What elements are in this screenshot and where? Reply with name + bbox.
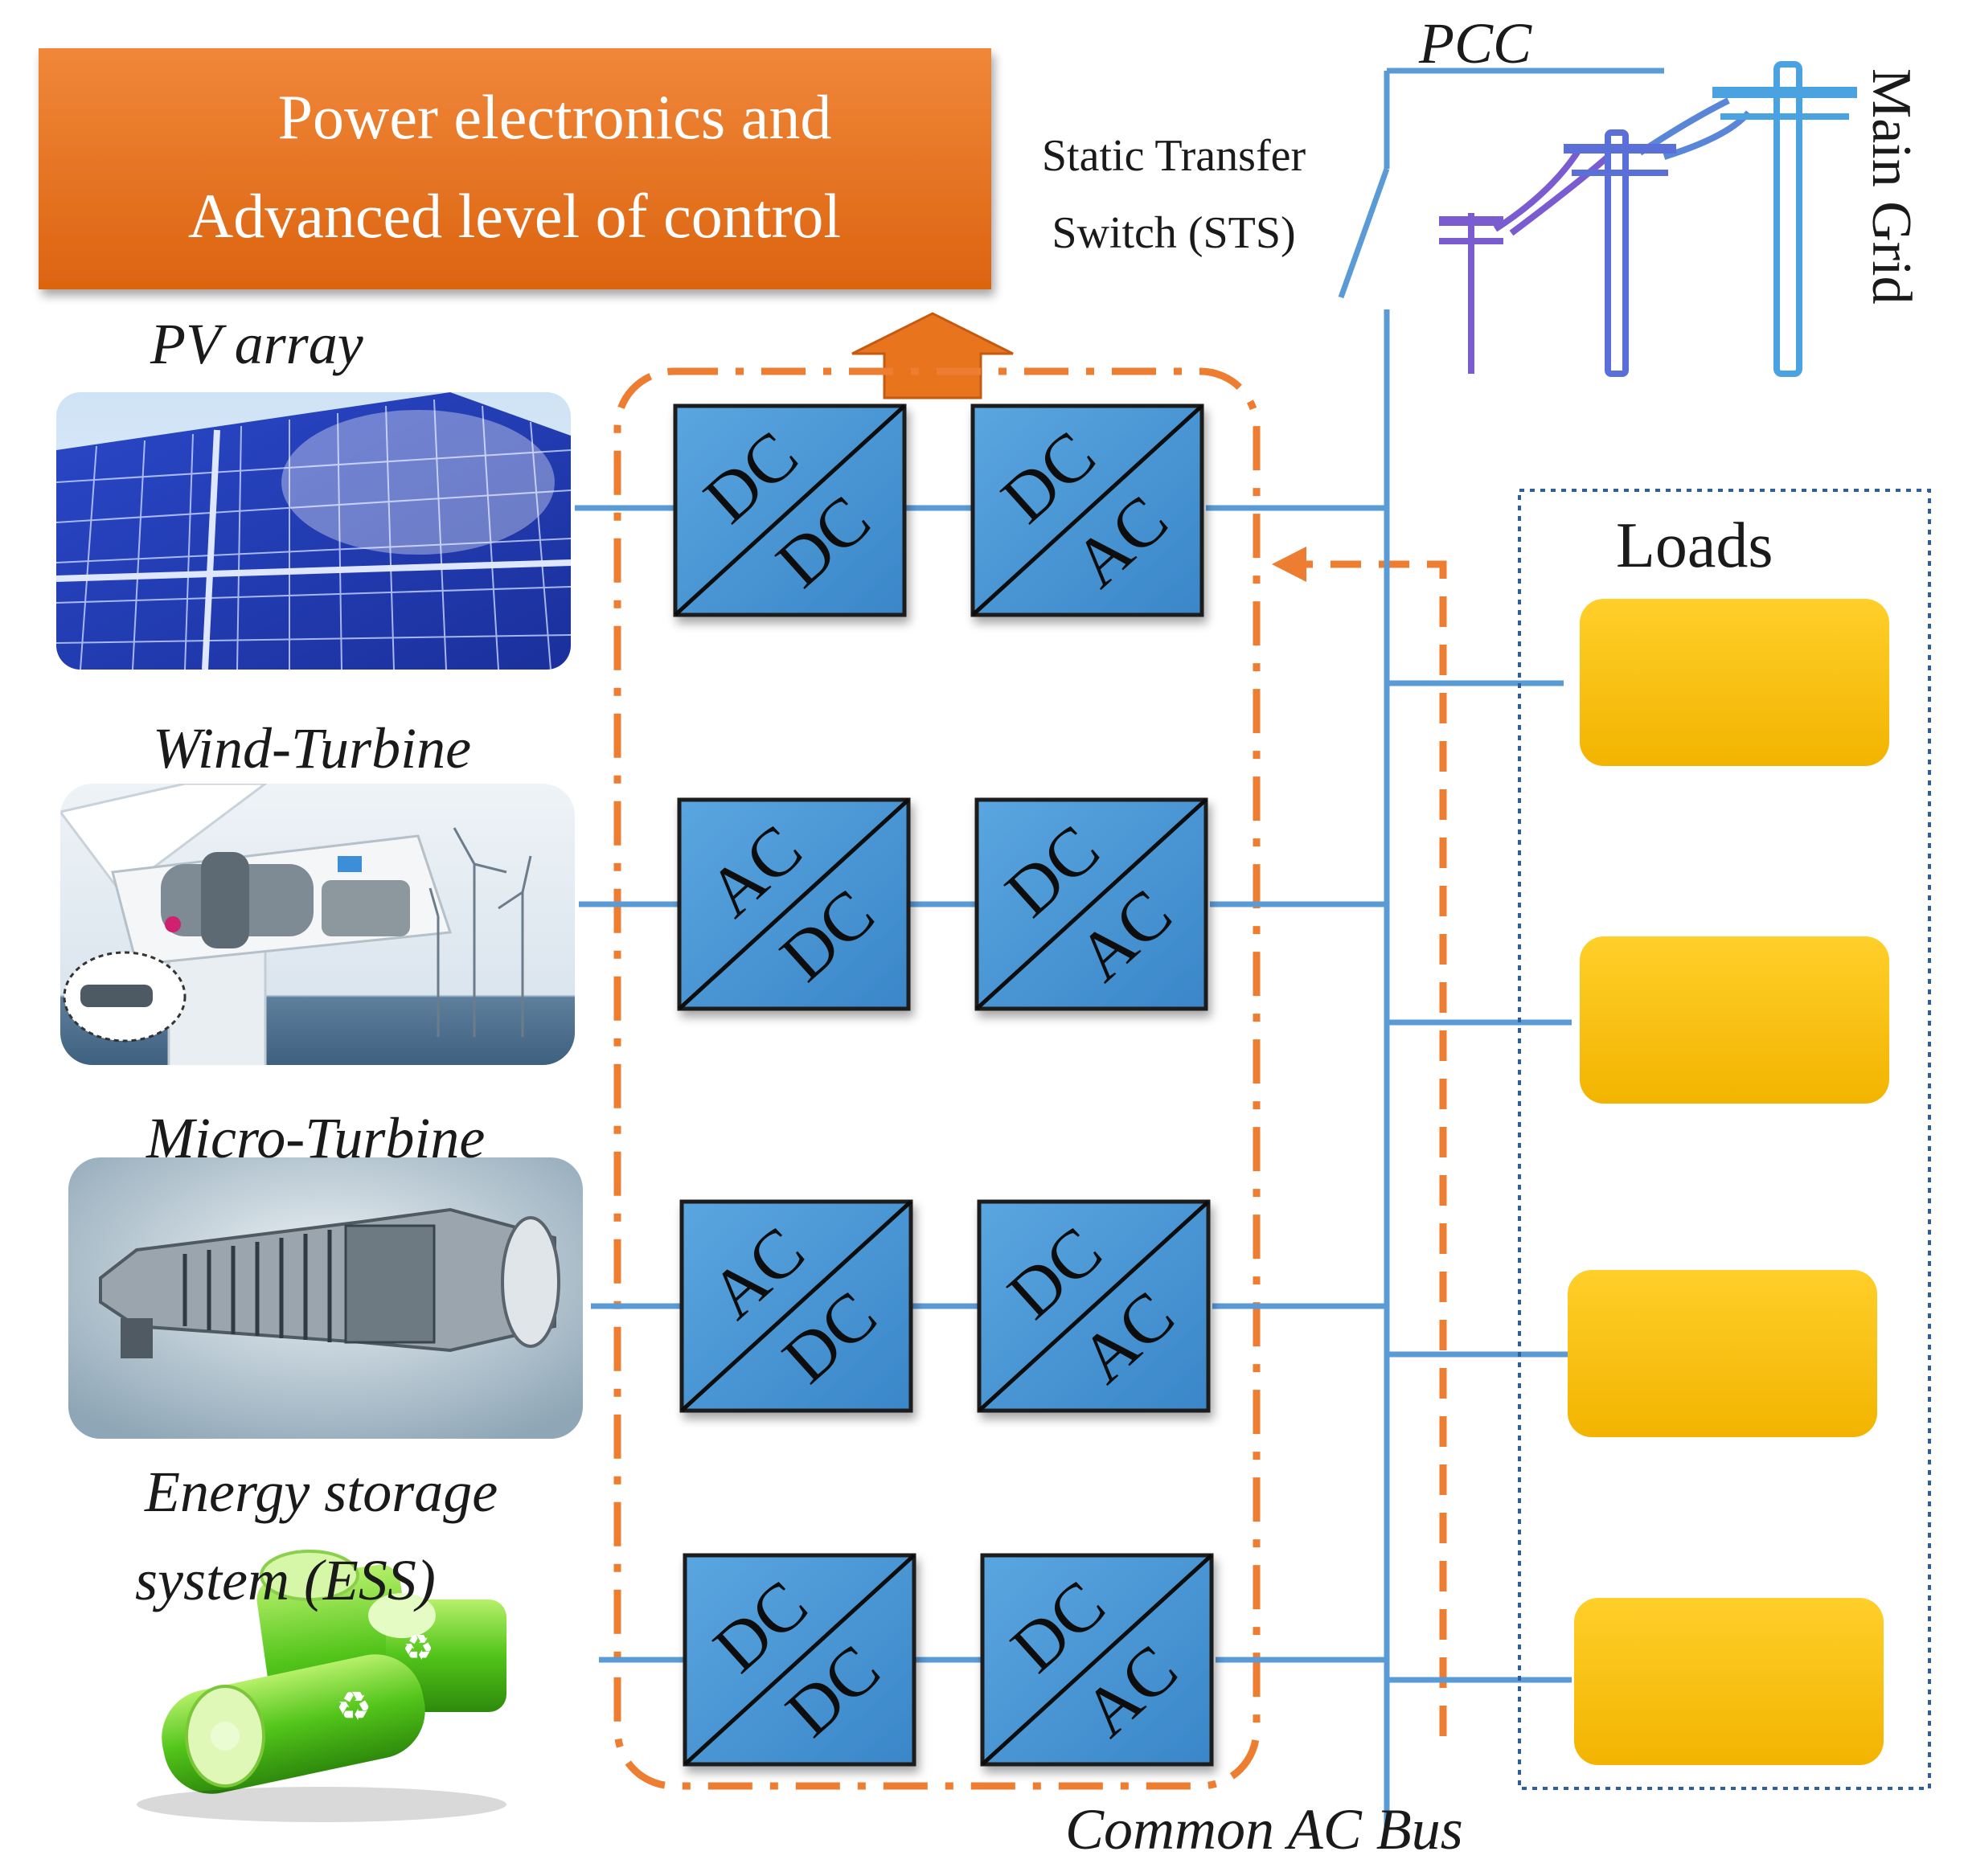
converter-diagonal xyxy=(981,1554,1213,1766)
converter-diagonal xyxy=(674,404,906,616)
control-up-arrow xyxy=(851,312,1014,399)
ac-bus-lines xyxy=(575,68,1664,1829)
sts-label-line1: Static Transfer xyxy=(1042,131,1306,181)
converter-diagonal xyxy=(978,1200,1210,1412)
load-box xyxy=(1574,1598,1884,1765)
pv-panel-photo xyxy=(56,392,571,670)
micro-turbine-label: Micro-Turbine xyxy=(146,1106,485,1170)
wind-turbine-photo xyxy=(60,784,575,1065)
ess-label-line1: Energy storage xyxy=(144,1460,498,1524)
loads xyxy=(1568,599,1889,1765)
converter-diagonal xyxy=(683,1554,916,1766)
common-ac-bus-label: Common AC Bus xyxy=(1065,1797,1463,1862)
wind-turbine-label: Wind-Turbine xyxy=(153,716,471,780)
micro-turbine-photo xyxy=(68,1157,583,1439)
recycle-icon-2: ♻ xyxy=(402,1628,433,1668)
load-box xyxy=(1568,1270,1877,1437)
loads-title: Loads xyxy=(1616,510,1773,581)
utility-poles-icon xyxy=(1439,61,1857,377)
main-grid-label: Main Grid xyxy=(1860,68,1922,305)
load-box xyxy=(1580,599,1889,766)
battery-photo: ♻ ♻ xyxy=(137,1550,506,1822)
pv-array-label: PV array xyxy=(150,312,363,376)
control-banner: Power electronics and Advanced level of … xyxy=(39,48,991,289)
load-box xyxy=(1580,936,1889,1104)
recycle-icon: ♻ xyxy=(336,1684,372,1729)
converter-group-outline xyxy=(613,367,1261,1790)
converter-diagonal xyxy=(680,1200,912,1412)
pcc-label: PCC xyxy=(1418,11,1532,76)
converter-diagonal xyxy=(971,404,1203,616)
converter-diagonal xyxy=(678,798,910,1010)
sts-label-line2: Switch (STS) xyxy=(1052,208,1295,258)
converter-diagonal xyxy=(975,798,1208,1010)
control-banner-line1: Power electronics and xyxy=(278,82,832,152)
ess-label-line2: system (ESS) xyxy=(135,1548,436,1612)
loads-region xyxy=(1518,489,1931,1790)
feedback-arrow xyxy=(1272,547,1447,1736)
control-banner-line2: Advanced level of control xyxy=(188,181,841,251)
